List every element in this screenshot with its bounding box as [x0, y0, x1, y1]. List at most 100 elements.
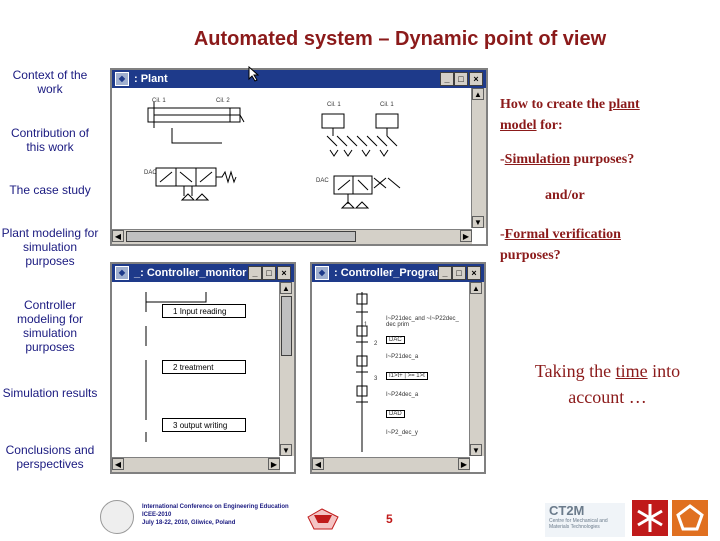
cylinder-label: Cil. 2 [216, 98, 230, 104]
program-action: DAD [386, 410, 405, 418]
program-titlebar[interactable]: ◆ : Controller_Program _ □ × [312, 264, 484, 282]
close-button[interactable]: × [277, 266, 291, 280]
model-word: model [500, 118, 537, 133]
program-transition: I~P21dec_a [386, 354, 419, 360]
plant-horizontal-scrollbar[interactable]: ◀ ▶ [112, 229, 472, 244]
program-transition: I~P2_dec_y [386, 430, 418, 436]
scroll-left-arrow-icon[interactable]: ◀ [112, 230, 124, 242]
scroll-down-arrow-icon[interactable]: ▼ [472, 216, 484, 228]
conference-code: ICEE-2010 [142, 512, 172, 518]
question-part: How to create the [500, 97, 609, 112]
program-canvas: 1 I~P21dec_and ~I~P22dec_ dec prim 2 DAC… [312, 282, 470, 458]
page-number: 5 [386, 512, 393, 526]
step-number: 2 [173, 363, 178, 372]
monitor-titlebar[interactable]: ◆ _: Controller_monitor _ □ × [112, 264, 294, 282]
scroll-up-arrow-icon[interactable]: ▲ [280, 282, 292, 294]
scroll-thumb[interactable] [281, 296, 292, 356]
time-word: time [615, 361, 648, 381]
maximize-button[interactable]: □ [262, 266, 276, 280]
program-vertical-scrollbar[interactable]: ▲ ▼ [469, 282, 484, 456]
program-action: I1>t+ | >= 1>t [386, 372, 428, 380]
ct2m-subtitle: Centre for Mechanical and Materials Tech… [549, 518, 608, 530]
step-label: output writing [179, 421, 228, 430]
app-icon: ◆ [115, 266, 129, 280]
simulation-word: Simulation [504, 152, 571, 167]
formal-verification-word: Formal verification [504, 227, 621, 242]
cylinder-label: Cil. 1 [380, 102, 394, 108]
plant-canvas[interactable]: Cil. 1 Cil. 2 Cil. 1 Cil. 1 DAC DAC [112, 88, 472, 230]
program-grafcet-lines [356, 292, 368, 452]
maximize-button[interactable]: □ [452, 266, 466, 280]
nav-simulation-results[interactable]: Simulation results [2, 386, 98, 400]
program-transition: I~P21dec_and ~I~P22dec_ dec prim [386, 316, 459, 328]
minimize-button[interactable]: _ [438, 266, 452, 280]
ct2m-logo: CT2M Centre for Mechanical and Materials… [545, 503, 625, 537]
text-part: - [500, 152, 505, 167]
nav-conclusions[interactable]: Conclusions and perspectives [5, 443, 95, 471]
cylinder-label: Cil. 1 [327, 102, 341, 108]
conference-info: International Conference on Engineering … [142, 503, 302, 527]
program-horizontal-scrollbar[interactable]: ◀ ▶ [312, 457, 470, 472]
scroll-left-arrow-icon[interactable]: ◀ [112, 458, 124, 470]
conference-name: International Conference on Engineering … [142, 504, 289, 510]
nav-plant-modeling[interactable]: Plant modeling for simulation purposes [1, 226, 99, 268]
plant-schematic [147, 102, 401, 209]
monitor-flow-lines [145, 292, 207, 442]
nav-context[interactable]: Context of the work [12, 68, 88, 96]
plant-word: plant [608, 97, 640, 112]
app-icon: ◆ [315, 266, 329, 280]
valve-label: DAC [316, 178, 329, 184]
maximize-button[interactable]: □ [454, 72, 468, 86]
plant-titlebar[interactable]: ◆ : Plant _ □ × [112, 70, 486, 88]
plant-vertical-scrollbar[interactable]: ▲ ▼ [471, 88, 486, 228]
monitor-window-title: _: Controller_monitor [134, 267, 247, 279]
monitor-vertical-scrollbar[interactable]: ▲ ▼ [279, 282, 294, 456]
text-part: into [647, 361, 681, 381]
scroll-up-arrow-icon[interactable]: ▲ [470, 282, 482, 294]
scroll-right-arrow-icon[interactable]: ▶ [268, 458, 280, 470]
nav-contribution[interactable]: Contribution of this work [10, 126, 90, 154]
scroll-thumb[interactable] [126, 231, 356, 242]
step-label: treatment [179, 363, 214, 372]
program-transition: I~P24dec_a [386, 392, 419, 398]
monitor-horizontal-scrollbar[interactable]: ◀ ▶ [112, 457, 280, 472]
ct2m-label: CT2M [549, 503, 585, 518]
scroll-down-arrow-icon[interactable]: ▼ [280, 444, 292, 456]
close-button[interactable]: × [467, 266, 481, 280]
minimize-button[interactable]: _ [248, 266, 262, 280]
scroll-up-arrow-icon[interactable]: ▲ [472, 88, 484, 100]
nav-case-study[interactable]: The case study [9, 183, 91, 197]
and-or-text: and/or [545, 188, 585, 203]
star-logo [632, 500, 668, 536]
text-part: purposes? [500, 248, 561, 263]
conference-logo [307, 508, 339, 530]
step-number: 1 [173, 307, 178, 316]
nav-controller-modeling[interactable]: Controller modeling for simulation purpo… [16, 298, 84, 354]
controller-monitor-window[interactable]: ◆ _: Controller_monitor _ □ × 1 Input re… [110, 262, 296, 474]
program-action: DAC [386, 336, 405, 344]
pentagon-logo [672, 500, 708, 536]
scroll-down-arrow-icon[interactable]: ▼ [470, 444, 482, 456]
pentagon-icon [676, 504, 704, 531]
step-number: 3 [173, 421, 178, 430]
close-button[interactable]: × [469, 72, 483, 86]
asterisk-icon [637, 504, 663, 532]
plant-window-title: : Plant [134, 73, 168, 85]
text-part: account … [568, 387, 647, 407]
scroll-right-arrow-icon[interactable]: ▶ [460, 230, 472, 242]
formal-verification-purposes: -Formal verification purposes? [500, 224, 710, 266]
text-part: Taking the [534, 361, 616, 381]
minimize-button[interactable]: _ [440, 72, 454, 86]
controller-program-window[interactable]: ◆ : Controller_Program _ □ × 1 I~P21dec_… [310, 262, 486, 474]
simulation-purposes: -Simulation purposes? [500, 152, 710, 168]
monitor-canvas: 1 Input reading 2 treatment 3 output wri… [112, 282, 280, 458]
scroll-right-arrow-icon[interactable]: ▶ [458, 458, 470, 470]
slide-title: Automated system – Dynamic point of view [193, 28, 607, 50]
cylinder-label: Cil. 1 [152, 98, 166, 104]
scroll-left-arrow-icon[interactable]: ◀ [312, 458, 324, 470]
plant-window[interactable]: ◆ : Plant _ □ × Cil. 1 Cil. 2 Cil. 1 Cil… [110, 68, 488, 246]
university-seal-logo [100, 500, 134, 534]
text-part: - [500, 227, 505, 242]
sfc-step: 1 Input reading [162, 304, 246, 318]
program-step-num: 2 [374, 341, 378, 347]
